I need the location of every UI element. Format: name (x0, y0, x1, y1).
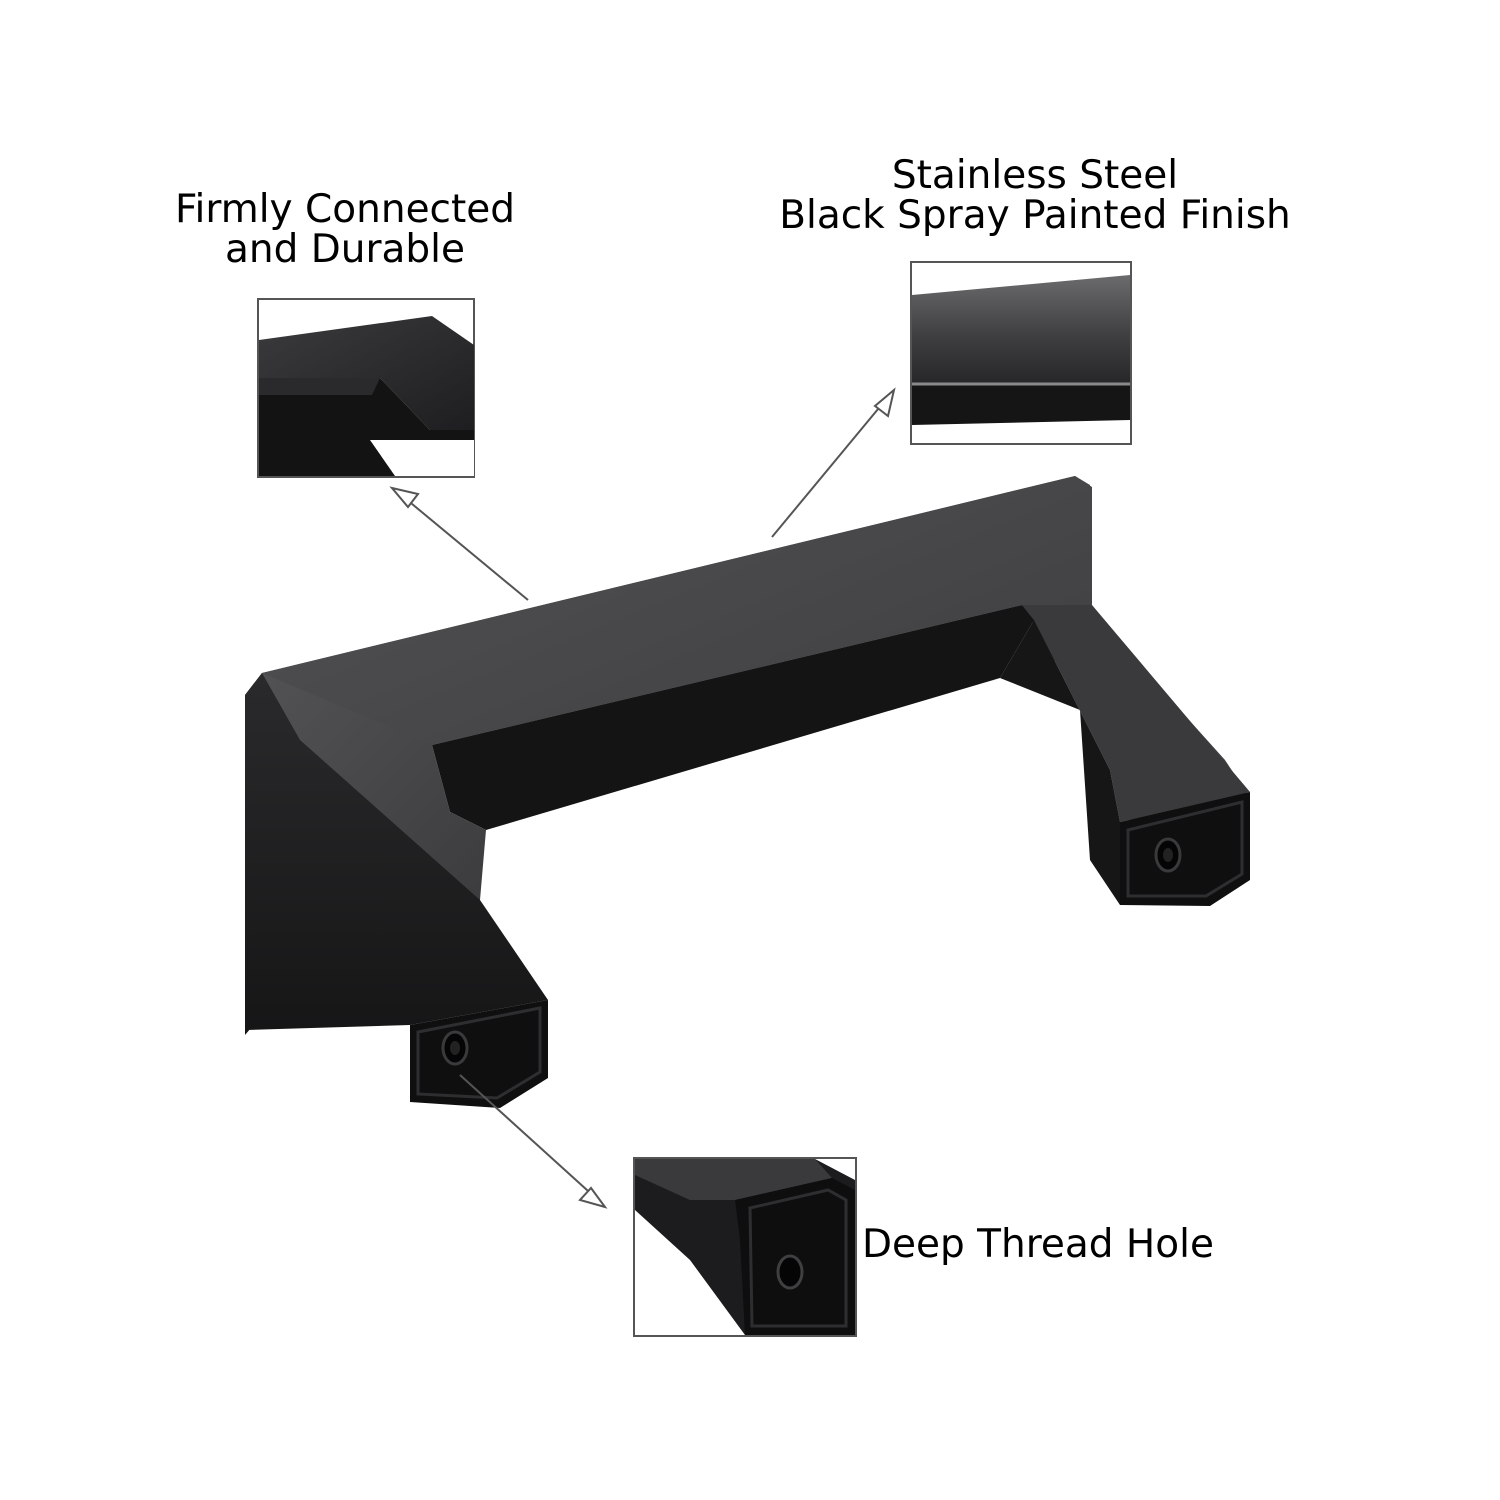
zoom-box-thread (633, 1157, 857, 1337)
handle-right-leg-side (1000, 620, 1120, 905)
handle-top-face-main (262, 476, 1092, 816)
arrow-thread (459, 1074, 608, 1209)
cabinet-handle (245, 476, 1250, 1108)
callout-firmly-line1: Firmly Connected (174, 187, 516, 232)
thread-hole-right (1154, 837, 1182, 873)
zoom-box-corner (257, 298, 475, 478)
callout-stainless-steel: Stainless Steel Black Spray Painted Fini… (745, 156, 1325, 236)
callout-steel-line1: Stainless Steel (891, 153, 1179, 198)
handle-left-leg-top (262, 673, 486, 900)
callout-firmly-line2: and Durable (224, 227, 466, 272)
arrow-finish (771, 387, 896, 538)
zoom-box-finish (910, 261, 1132, 445)
handle-left-leg-outer (245, 673, 548, 1030)
handle-right-leg-front (1022, 605, 1250, 822)
handle-left-end-cap-inner (416, 1006, 542, 1100)
handle-inner-wall (432, 605, 1034, 830)
arrow-corner (389, 486, 529, 601)
handle-right-end-cap-inner (1126, 800, 1244, 898)
callout-deep-thread-hole: Deep Thread Hole (862, 1225, 1214, 1265)
thread-hole-left (441, 1030, 469, 1066)
callout-steel-line2: Black Spray Painted Finish (779, 193, 1291, 238)
callout-thread-line1: Deep Thread Hole (862, 1222, 1214, 1267)
handle-right-end-cap (1120, 792, 1250, 906)
callout-firmly-connected: Firmly Connected and Durable (140, 190, 550, 270)
